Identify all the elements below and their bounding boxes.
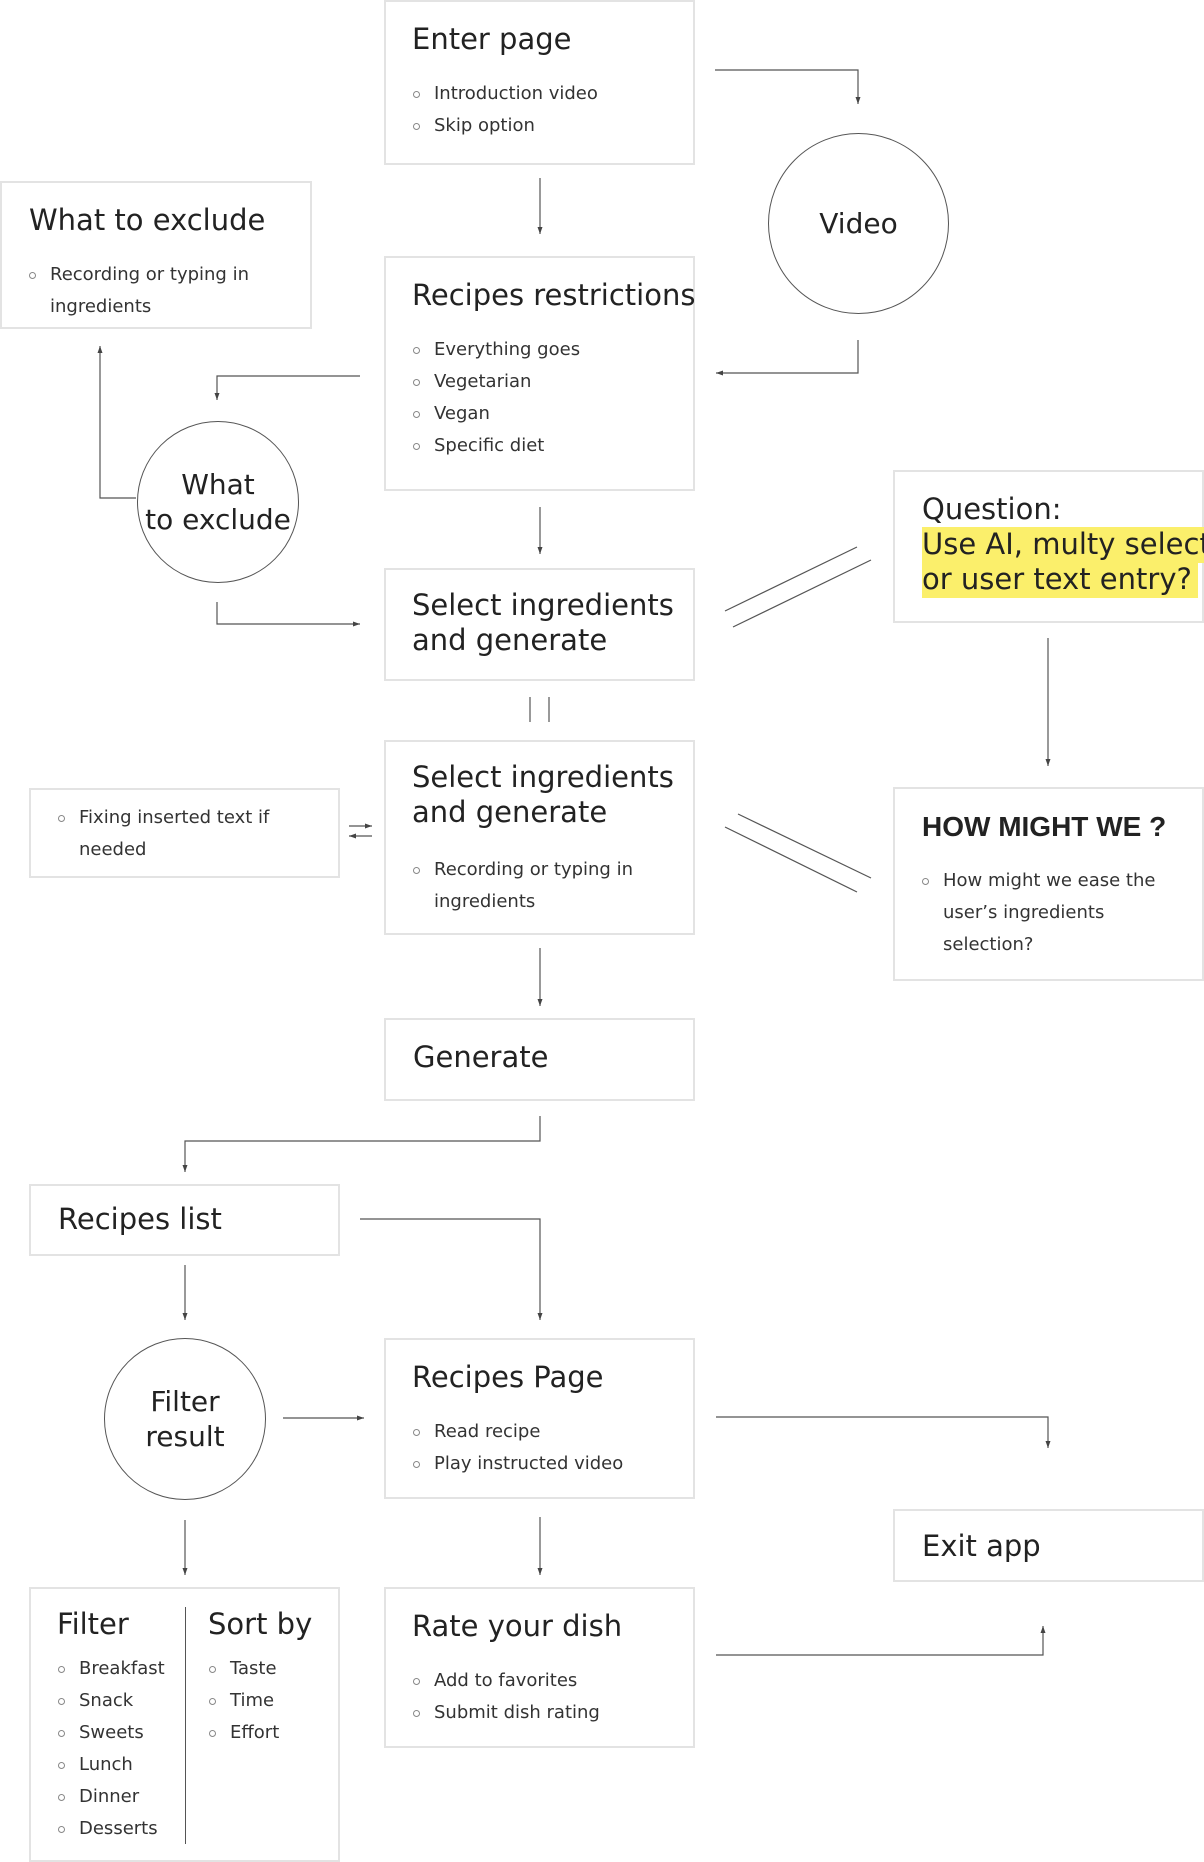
question-line-1: Use AI, multy select, (922, 527, 1204, 563)
select-ingredients-title-1a: Select ingredients (412, 588, 674, 622)
list-item: Desserts (58, 1813, 165, 1845)
question-highlight-1: Use AI, multy select, (922, 527, 1204, 563)
how-might-we-title: HOW MIGHT WE ? (922, 811, 1167, 842)
filter-list: Breakfast Snack Sweets Lunch Dinner Dess… (58, 1653, 165, 1845)
arrow-recipes-page-to-exit (716, 1416, 1051, 1448)
list-item: Effort (209, 1717, 279, 1749)
generate-title: Generate (413, 1040, 549, 1074)
select-ingredients-box-2: Select ingredients and generate Recordin… (384, 740, 695, 935)
recipes-list-title: Recipes list (58, 1202, 222, 1236)
parallel-line-b (732, 559, 872, 628)
arrow-rate-to-exit (716, 1626, 1046, 1656)
list-item: Fixing inserted text if (58, 802, 269, 834)
exit-app-title: Exit app (922, 1529, 1041, 1563)
list-item: Vegan (413, 398, 580, 430)
arrow-list-to-recipes-page (360, 1218, 543, 1320)
recipes-restrictions-box: Recipes restrictions Everything goes Veg… (384, 256, 695, 491)
recipes-page-box: Recipes Page Read recipe Play instructed… (384, 1338, 695, 1499)
enter-page-box: Enter page Introduction video Skip optio… (384, 0, 695, 165)
filter-sort-box: Filter Breakfast Snack Sweets Lunch Dinn… (29, 1587, 340, 1862)
what-to-exclude-list: Recording or typing in ingredients (29, 259, 249, 323)
arrow-exclude-circle-to-select (216, 602, 360, 627)
fixing-text-list: Fixing inserted text if needed (58, 802, 269, 866)
fixing-text-box: Fixing inserted text if needed (29, 788, 340, 878)
question-box: Question: Use AI, multy select, or user … (893, 470, 1204, 623)
list-item-continued: ingredients (50, 296, 152, 317)
list-item: Sweets (58, 1717, 165, 1749)
how-might-we-list: How might we ease the user’s ingredients… (922, 865, 1155, 961)
sort-by-list: Taste Time Effort (209, 1653, 279, 1749)
question-label: Question: (922, 492, 1062, 526)
list-item: Add to favorites (413, 1665, 600, 1697)
question-highlight-2: or user text entry? (922, 562, 1198, 598)
list-item: Submit dish rating (413, 1697, 600, 1729)
recipes-list-box: Recipes list (29, 1184, 340, 1256)
recipes-restrictions-list: Everything goes Vegetarian Vegan Specifi… (413, 334, 580, 462)
list-item-continued: ingredients (434, 891, 536, 912)
list-item: Skip option (413, 110, 598, 142)
select-ingredients-title-1b: and generate (412, 623, 608, 657)
list-item: Time (209, 1685, 279, 1717)
list-item: Play instructed video (413, 1448, 623, 1480)
generate-box: Generate (384, 1018, 695, 1101)
recipes-restrictions-title: Recipes restrictions (412, 278, 696, 312)
filter-sort-divider (185, 1607, 186, 1844)
list-item: Introduction video (413, 78, 598, 110)
list-item: Dinner (58, 1781, 165, 1813)
parallel-line-c (737, 813, 872, 879)
rate-dish-title: Rate your dish (412, 1609, 623, 1643)
what-to-exclude-box: What to exclude Recording or typing in i… (0, 181, 312, 329)
select-ingredients-title-2b: and generate (412, 795, 608, 829)
select-ingredients-title-2a: Select ingredients (412, 760, 674, 794)
enter-page-list: Introduction video Skip option (413, 78, 598, 142)
rate-dish-list: Add to favorites Submit dish rating (413, 1665, 600, 1729)
question-line-2: or user text entry? (922, 562, 1198, 598)
list-item: Lunch (58, 1749, 165, 1781)
list-item: Read recipe (413, 1416, 623, 1448)
parallel-line-a (724, 546, 858, 612)
list-item-continued: selection? (943, 934, 1034, 955)
recipes-page-title: Recipes Page (412, 1360, 604, 1394)
arrow-exclude-circle-to-box (97, 346, 136, 499)
list-item: Vegetarian (413, 366, 580, 398)
filter-result-circle: Filter result (104, 1338, 266, 1500)
select-ingredients-list-2: Recording or typing in ingredients (413, 854, 633, 918)
list-item: Snack (58, 1685, 165, 1717)
arrow-restrictions-to-exclude-circle (214, 375, 360, 400)
sort-by-title: Sort by (208, 1607, 313, 1641)
list-item-continued: user’s ingredients (943, 902, 1105, 923)
list-item: Recording or typing in (29, 259, 249, 291)
parallel-line-d (724, 826, 858, 893)
list-item: Everything goes (413, 334, 580, 366)
enter-page-title: Enter page (412, 22, 572, 56)
list-item: How might we ease the (922, 865, 1155, 897)
rate-dish-box: Rate your dish Add to favorites Submit d… (384, 1587, 695, 1748)
recipes-page-list: Read recipe Play instructed video (413, 1416, 623, 1480)
arrow-video-to-restrictions (716, 340, 859, 376)
arrow-enter-to-video (715, 69, 861, 104)
list-item: Specific diet (413, 430, 580, 462)
list-item-continued: needed (79, 839, 147, 860)
what-to-exclude-title: What to exclude (29, 203, 266, 237)
video-circle: Video (768, 133, 949, 314)
filter-title: Filter (57, 1607, 129, 1641)
exit-app-box: Exit app (893, 1509, 1204, 1582)
list-item: Breakfast (58, 1653, 165, 1685)
list-item: Taste (209, 1653, 279, 1685)
what-to-exclude-circle: What to exclude (137, 421, 299, 583)
arrow-generate-to-list (182, 1116, 541, 1172)
list-item: Recording or typing in (413, 854, 633, 886)
select-ingredients-box-1: Select ingredients and generate (384, 568, 695, 681)
how-might-we-box: HOW MIGHT WE ? How might we ease the use… (893, 787, 1204, 981)
